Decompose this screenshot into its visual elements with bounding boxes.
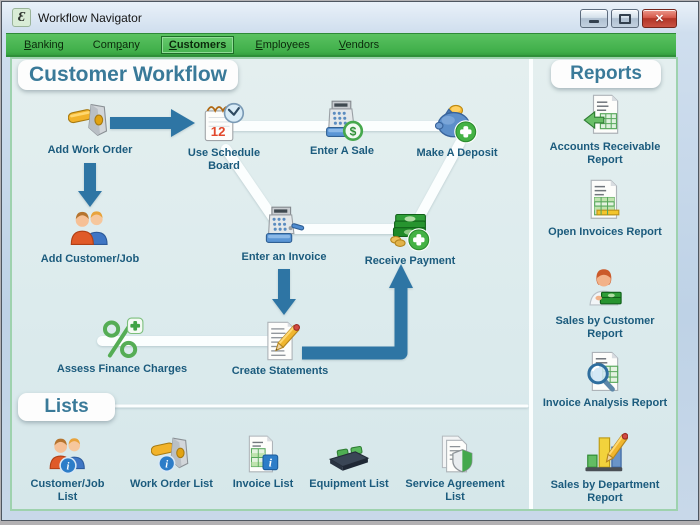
node-label: Enter A Sale bbox=[310, 145, 374, 157]
section-title-lists: Lists bbox=[18, 393, 115, 421]
invoice-info-icon: i bbox=[242, 434, 284, 476]
workflow-node-enter-an-invoice[interactable]: Enter an Invoice bbox=[229, 205, 339, 264]
report-arrow-icon bbox=[582, 93, 628, 139]
list-item-invoice-list[interactable]: i Invoice List bbox=[223, 434, 303, 491]
report-item-label: Invoice Analysis Report bbox=[542, 397, 668, 409]
document-pencil-icon bbox=[258, 319, 302, 363]
svg-text:i: i bbox=[66, 462, 69, 473]
report-item-sales-by-customer[interactable]: Sales by Customer Report bbox=[540, 267, 670, 340]
tab-bar: Banking Company Customers Employees Vend… bbox=[6, 33, 676, 57]
list-item-label: Invoice List bbox=[232, 478, 294, 490]
report-item-open-invoices[interactable]: Open Invoices Report bbox=[540, 178, 670, 239]
list-item-service-agreement-list[interactable]: Service Agreement List bbox=[396, 434, 514, 503]
tab-banking[interactable]: Banking bbox=[24, 38, 64, 51]
tab-vendors[interactable]: Vendors bbox=[338, 38, 380, 51]
percent-plus-icon bbox=[100, 317, 144, 361]
list-item-customer-job-list[interactable]: i Customer/Job List bbox=[20, 434, 115, 503]
node-label: Receive Payment bbox=[364, 255, 456, 267]
hammer-icon bbox=[68, 98, 112, 142]
maximize-icon bbox=[619, 13, 631, 24]
section-title-customer-workflow: Customer Workflow bbox=[18, 60, 238, 90]
arrowhead-invoice-to-statements bbox=[272, 299, 296, 315]
app-logo-icon: Ɛ bbox=[12, 8, 31, 27]
report-item-accounts-receivable[interactable]: Accounts Receivable Report bbox=[540, 93, 670, 166]
schedule-board-icon: 12 bbox=[202, 101, 246, 145]
cash-register-sale-icon: $ bbox=[320, 99, 364, 143]
sidebar-divider bbox=[529, 59, 533, 509]
report-table-icon bbox=[582, 178, 628, 224]
customers-info-icon: i bbox=[47, 434, 89, 476]
section-title-reports: Reports bbox=[551, 60, 661, 88]
minimize-icon bbox=[589, 20, 599, 23]
report-magnifier-icon bbox=[582, 349, 628, 395]
report-item-invoice-analysis[interactable]: Invoice Analysis Report bbox=[540, 349, 670, 410]
report-item-label: Accounts Receivable Report bbox=[549, 141, 661, 166]
window-controls: ✕ bbox=[580, 9, 677, 28]
workflow-node-make-a-deposit[interactable]: Make A Deposit bbox=[402, 101, 512, 160]
close-icon: ✕ bbox=[654, 13, 665, 25]
workflow-node-receive-payment[interactable]: Receive Payment bbox=[352, 209, 468, 268]
arrow-workorder-to-customer bbox=[84, 163, 96, 191]
report-item-sales-by-department[interactable]: Sales by Department Report bbox=[540, 431, 670, 504]
workflow-node-add-customer-job[interactable]: Add Customer/Job bbox=[30, 207, 150, 266]
arrow-invoice-to-statements bbox=[278, 269, 290, 299]
tab-employees[interactable]: Employees bbox=[255, 38, 310, 51]
report-item-label: Sales by Customer Report bbox=[555, 315, 655, 340]
node-label: Add Work Order bbox=[47, 144, 133, 156]
arrowhead-workorder-to-customer bbox=[78, 191, 102, 207]
content-panel: Customer Workflow Reports Lists Add Work… bbox=[10, 57, 678, 511]
svg-text:12: 12 bbox=[211, 124, 226, 139]
node-label: Enter an Invoice bbox=[241, 251, 327, 263]
svg-text:i: i bbox=[165, 460, 168, 471]
equipment-icon bbox=[328, 434, 370, 476]
piggy-bank-deposit-icon bbox=[435, 101, 479, 145]
list-item-work-order-list[interactable]: i Work Order List bbox=[124, 434, 219, 491]
tab-customers[interactable]: Customers bbox=[160, 35, 235, 54]
node-label: Make A Deposit bbox=[416, 147, 498, 159]
workflow-node-create-statements[interactable]: Create Statements bbox=[220, 319, 340, 378]
workflow-node-add-work-order[interactable]: Add Work Order bbox=[35, 98, 145, 157]
list-item-label: Service Agreement List bbox=[405, 478, 505, 503]
list-item-label: Work Order List bbox=[130, 478, 213, 490]
tab-company[interactable]: Company bbox=[92, 38, 140, 51]
report-item-label: Open Invoices Report bbox=[548, 226, 662, 238]
money-plus-icon bbox=[388, 209, 432, 253]
node-label: Add Customer/Job bbox=[40, 253, 140, 265]
customers-icon bbox=[68, 207, 112, 251]
report-item-label: Sales by Department Report bbox=[550, 479, 660, 504]
svg-text:i: i bbox=[269, 458, 273, 470]
hammer-info-icon: i bbox=[150, 434, 193, 476]
list-item-equipment-list[interactable]: Equipment List bbox=[304, 434, 394, 491]
service-agreement-icon bbox=[434, 434, 476, 476]
cash-register-invoice-icon bbox=[262, 205, 306, 249]
list-item-label: Customer/Job List bbox=[30, 478, 105, 503]
window-title: Workflow Navigator bbox=[38, 10, 142, 25]
node-label: Create Statements bbox=[231, 365, 329, 377]
workflow-node-enter-a-sale[interactable]: $ Enter A Sale bbox=[292, 99, 392, 158]
list-item-label: Equipment List bbox=[309, 478, 389, 490]
close-button[interactable]: ✕ bbox=[642, 9, 677, 28]
person-money-icon bbox=[582, 267, 628, 313]
chart-pencil-icon bbox=[582, 431, 628, 477]
maximize-button[interactable] bbox=[611, 9, 639, 28]
svg-text:$: $ bbox=[350, 124, 357, 138]
node-label: Assess Finance Charges bbox=[56, 363, 188, 375]
workflow-node-use-schedule-board[interactable]: 12 Use Schedule Board bbox=[176, 101, 272, 172]
title-bar: Ɛ Workflow Navigator ✕ bbox=[2, 2, 698, 33]
workflow-node-assess-finance-charges[interactable]: Assess Finance Charges bbox=[47, 317, 197, 376]
minimize-button[interactable] bbox=[580, 9, 608, 28]
node-label: Use Schedule Board bbox=[187, 147, 261, 172]
